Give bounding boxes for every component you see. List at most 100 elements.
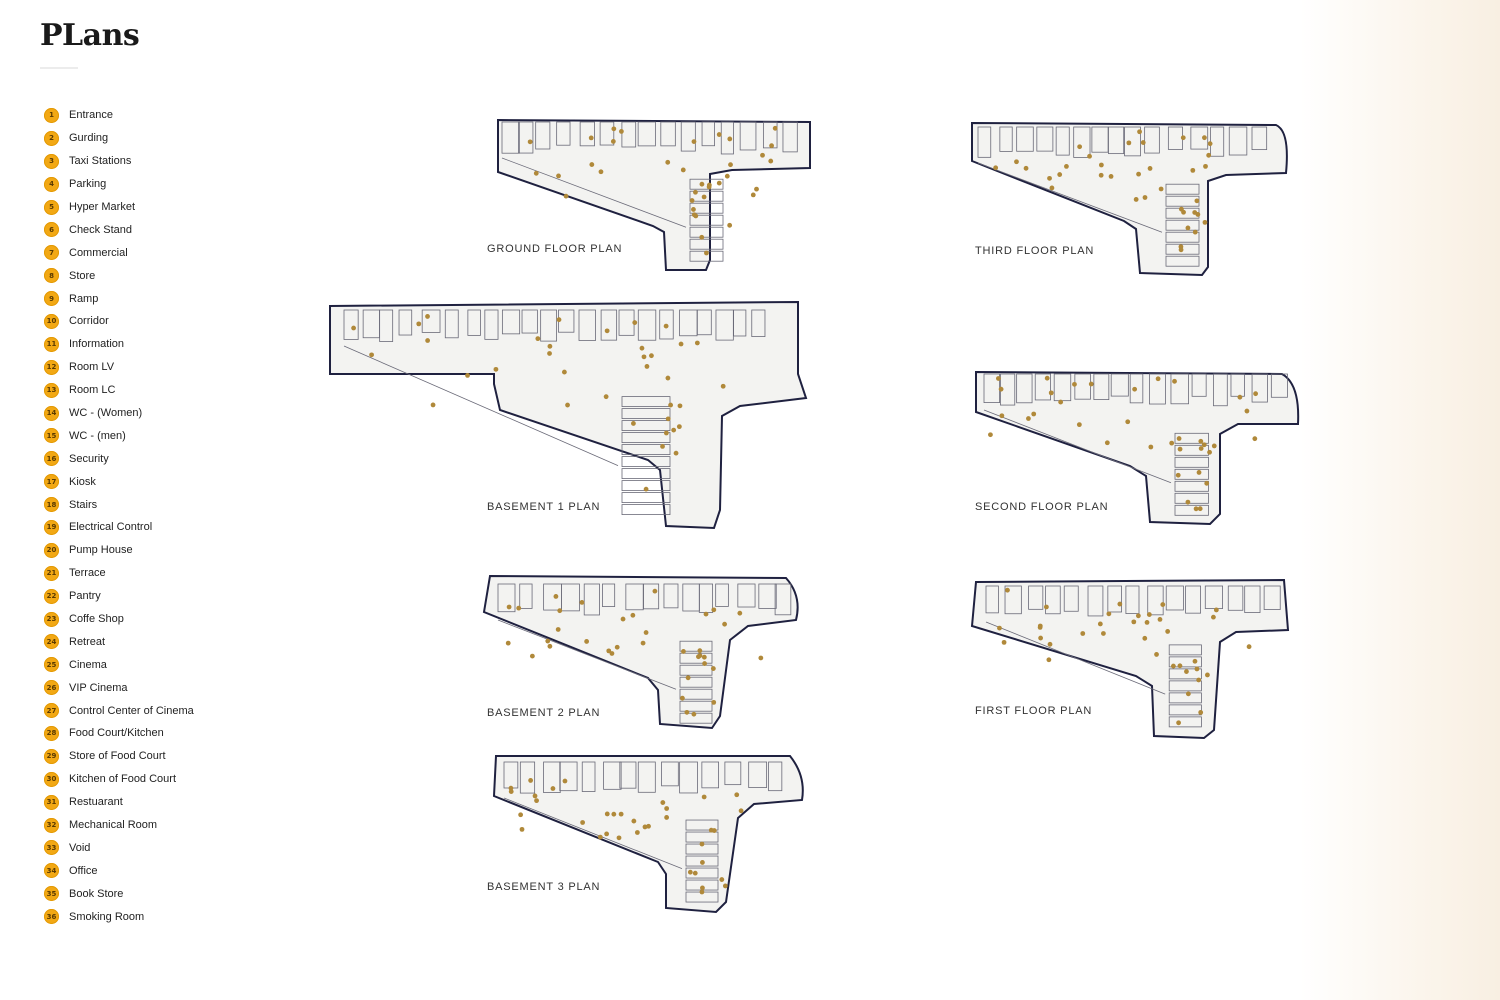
ground-floor-plan-drawing	[497, 118, 811, 271]
legend-label: Stairs	[69, 498, 98, 511]
legend-number-badge: 3	[44, 153, 59, 169]
legend-number-badge: 15	[44, 428, 59, 444]
legend-label: Book Store	[69, 887, 124, 900]
legend-number-badge: 35	[44, 886, 59, 902]
legend-item: 36 Smoking Room	[44, 905, 194, 928]
legend-label: Parking	[69, 178, 107, 191]
page-background-tint	[1300, 0, 1500, 1000]
basement-2-plan-drawing	[482, 574, 799, 730]
legend-item: 16 Security	[44, 447, 194, 470]
legend-label: Entrance	[69, 109, 114, 122]
legend-item: 2 Gurding	[44, 127, 194, 150]
legend-item: 11 Information	[44, 333, 194, 356]
legend-label: VIP Cinema	[69, 681, 128, 694]
ground-floor-plan-label: GROUND FLOOR PLAN	[487, 243, 623, 255]
legend-label: Gurding	[69, 132, 109, 145]
legend-label: Check Stand	[69, 223, 132, 236]
legend-number-badge: 11	[44, 336, 59, 352]
legend-number-badge: 36	[44, 909, 59, 925]
legend-number-badge: 9	[44, 291, 59, 307]
legend-label: WC - (Women)	[69, 407, 143, 420]
legend-item: 6 Check Stand	[44, 218, 194, 241]
legend-number-badge: 20	[44, 542, 59, 558]
legend-label: Pump House	[69, 544, 133, 557]
basement-3-plan-label: BASEMENT 3 PLAN	[487, 881, 601, 893]
legend-label: Mechanical Room	[69, 819, 158, 832]
legend-label: Food Court/Kitchen	[69, 727, 164, 740]
legend-item: 1 Entrance	[44, 104, 194, 127]
basement-1-plan-drawing	[329, 300, 808, 530]
legend-number-badge: 14	[44, 405, 59, 421]
legend-number-badge: 6	[44, 222, 59, 238]
legend-number-badge: 26	[44, 680, 59, 696]
legend-number-badge: 25	[44, 657, 59, 673]
legend-item: 21 Terrace	[44, 562, 194, 585]
legend-label: Void	[69, 841, 91, 854]
legend-item: 20 Pump House	[44, 539, 194, 562]
legend-number-badge: 2	[44, 130, 59, 146]
legend-label: Cinema	[69, 658, 107, 671]
legend-item: 29 Store of Food Court	[44, 745, 194, 768]
first-floor-plan-drawing	[970, 578, 1290, 740]
legend-item: 34 Office	[44, 859, 194, 882]
legend-number-badge: 19	[44, 519, 59, 535]
legend-label: Office	[69, 864, 98, 877]
basement-3-plan-drawing	[492, 755, 804, 914]
legend-number-badge: 8	[44, 268, 59, 284]
legend-item: 26 VIP Cinema	[44, 676, 194, 699]
legend-number-badge: 23	[44, 611, 59, 627]
second-floor-plan-label: SECOND FLOOR PLAN	[975, 501, 1109, 513]
legend-number-badge: 5	[44, 199, 59, 215]
legend-item: 30 Kitchen of Food Court	[44, 768, 194, 791]
legend-label: Kitchen of Food Court	[69, 773, 177, 786]
third-floor-plan-drawing	[971, 121, 1288, 277]
legend-label: Taxi Stations	[69, 155, 132, 168]
legend-number-badge: 29	[44, 748, 59, 764]
legend-item: 23 Coffe Shop	[44, 608, 194, 631]
legend-label: Information	[69, 338, 125, 351]
legend-label: Terrace	[69, 567, 106, 580]
legend-item: 8 Store	[44, 264, 194, 287]
legend-label: Ramp	[69, 292, 99, 305]
legend-number-badge: 30	[44, 771, 59, 787]
legend-number-badge: 21	[44, 565, 59, 581]
legend-item: 14 WC - (Women)	[44, 402, 194, 425]
legend-label: Store of Food Court	[69, 750, 166, 763]
legend-label: Smoking Room	[69, 910, 145, 923]
legend-item: 3 Taxi Stations	[44, 150, 194, 173]
legend-label: Coffe Shop	[69, 613, 124, 626]
legend-item: 22 Pantry	[44, 585, 194, 608]
legend-number-badge: 18	[44, 497, 59, 513]
legend-label: Room LV	[69, 361, 115, 374]
legend-number-badge: 34	[44, 863, 59, 879]
legend-number-badge: 28	[44, 725, 59, 741]
legend-number-badge: 13	[44, 382, 59, 398]
legend-item: 9 Ramp	[44, 287, 194, 310]
legend-label: Kiosk	[69, 475, 96, 488]
legend-number-badge: 1	[44, 107, 59, 123]
legend-number-badge: 33	[44, 840, 59, 856]
legend-label: Pantry	[69, 590, 101, 603]
legend-number-badge: 24	[44, 634, 59, 650]
legend-number-badge: 27	[44, 703, 59, 719]
legend-number-badge: 16	[44, 451, 59, 467]
basement-2-plan-label: BASEMENT 2 PLAN	[487, 707, 601, 719]
legend-number-badge: 22	[44, 588, 59, 604]
legend-label: Security	[69, 452, 109, 465]
legend-label: Commercial	[69, 246, 128, 259]
legend-item: 35 Book Store	[44, 882, 194, 905]
legend-label: Store	[69, 269, 96, 282]
